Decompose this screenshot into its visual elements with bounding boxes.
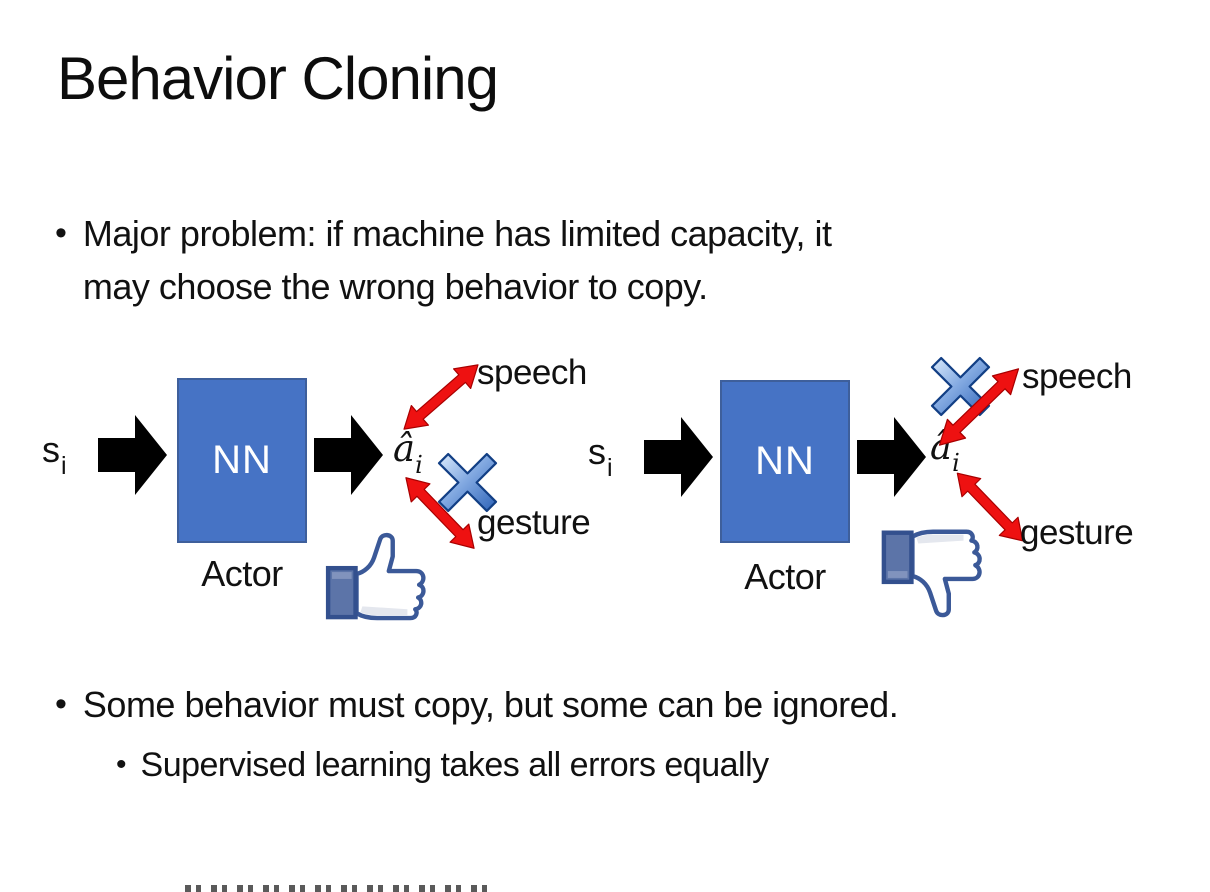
red-double-arrow-speech-icon xyxy=(938,368,1020,446)
bullet-line-1: Major problem: if machine has limited ca… xyxy=(82,213,832,254)
right-input-state-label: si xyxy=(588,431,613,483)
bullet-major-problem: • Major problem: if machine has limited … xyxy=(55,207,832,313)
black-block-arrow-icon xyxy=(314,415,383,495)
left-nn-label: NN xyxy=(212,438,272,482)
blue-cross-x-icon xyxy=(930,356,991,417)
thumbs-up-icon xyxy=(325,532,426,621)
bullet-supervised-learning-text: Supervised learning takes all errors equ… xyxy=(140,746,770,784)
left-input-state-label: si xyxy=(42,429,67,481)
black-block-arrow-icon xyxy=(644,417,713,497)
right-actor-caption: Actor xyxy=(744,556,826,597)
left-actor-caption: Actor xyxy=(201,553,283,594)
left-nn-box: NN xyxy=(177,378,307,543)
right-nn-box: NN xyxy=(720,380,850,543)
clipped-text-artifact xyxy=(185,885,497,892)
bullet-marker: • xyxy=(116,748,127,781)
bullet-major-problem-text: Major problem: if machine has limited ca… xyxy=(83,207,832,313)
thumbs-down-icon xyxy=(881,529,982,618)
black-block-arrow-icon xyxy=(98,415,167,495)
left-speech-label: speech xyxy=(477,353,587,392)
right-nn-label: NN xyxy=(755,439,815,483)
bullet-some-behavior-text: Some behavior must copy, but some can be… xyxy=(82,684,899,725)
slide-title: Behavior Cloning xyxy=(57,45,499,112)
blue-cross-x-icon xyxy=(437,452,498,513)
bullet-marker: • xyxy=(55,214,67,252)
red-double-arrow-gesture-icon xyxy=(956,472,1024,542)
bullet-some-behavior: • Some behavior must copy, but some can … xyxy=(55,678,899,731)
left-gesture-label: gesture xyxy=(477,503,591,542)
bullet-line-2: may choose the wrong behavior to copy. xyxy=(82,266,708,307)
red-double-arrow-gesture-icon xyxy=(405,477,475,549)
red-double-arrow-speech-icon xyxy=(403,364,479,430)
right-speech-label: speech xyxy=(1022,357,1132,396)
left-output-action-label: âi xyxy=(393,427,423,480)
right-gesture-label: gesture xyxy=(1020,513,1134,552)
black-block-arrow-icon xyxy=(857,417,926,497)
bullet-supervised-learning: • Supervised learning takes all errors e… xyxy=(116,740,769,790)
bullet-marker: • xyxy=(55,685,67,723)
